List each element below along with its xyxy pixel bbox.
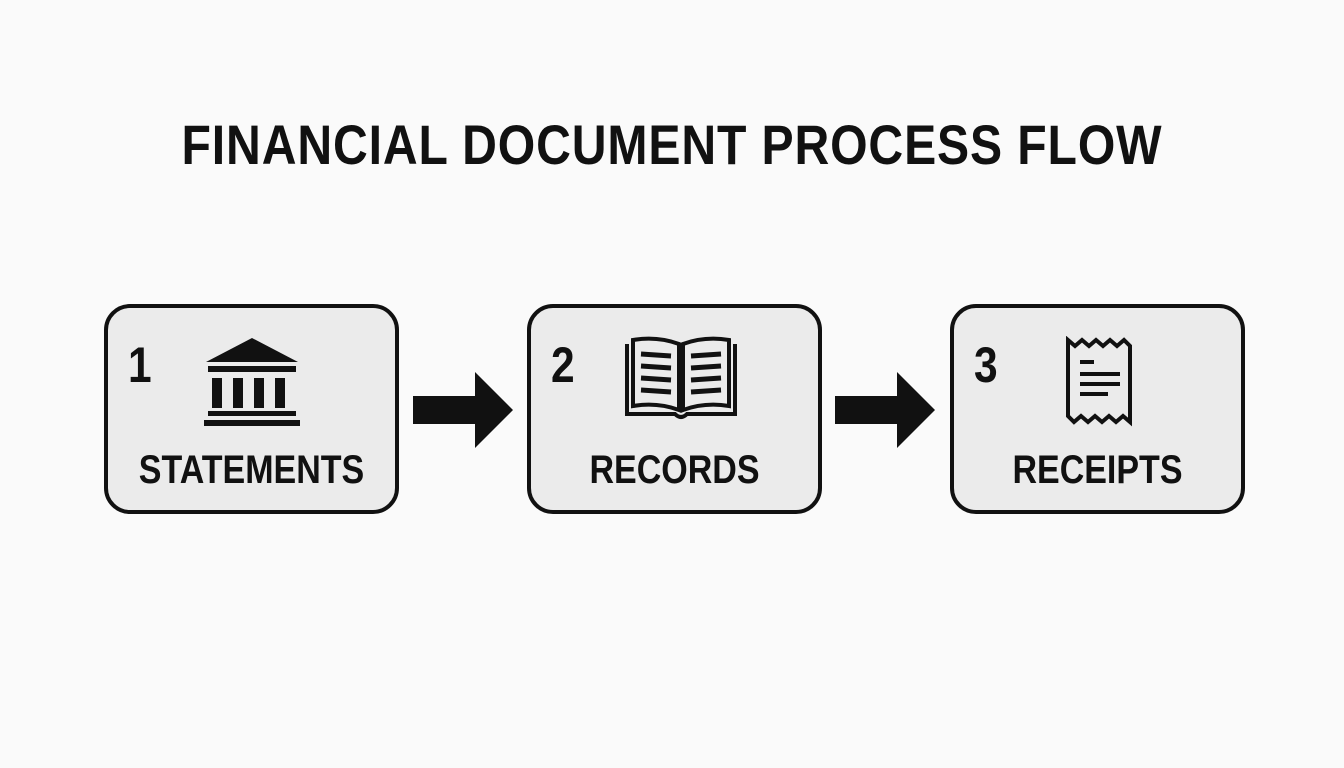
- bank-icon: [204, 338, 300, 426]
- step-box-records: 2 RECORDS: [527, 304, 822, 514]
- step-label: RECORDS: [589, 448, 760, 492]
- arrow-right-icon: [413, 372, 513, 448]
- open-book-icon: [625, 336, 737, 419]
- diagram-title: FINANCIAL DOCUMENT PROCESS FLOW: [181, 113, 1163, 176]
- step-label: RECEIPTS: [1012, 448, 1183, 492]
- step-number: 2: [551, 337, 575, 393]
- arrow-right-icon: [835, 372, 935, 448]
- step-number: 1: [128, 337, 152, 393]
- step-label: STATEMENTS: [138, 448, 365, 492]
- receipt-icon: [1066, 336, 1132, 427]
- step-box-receipts: 3 RECEIPTS: [950, 304, 1245, 514]
- step-box-statements: 1 STATEMENTS: [104, 304, 399, 514]
- step-number: 3: [974, 337, 998, 393]
